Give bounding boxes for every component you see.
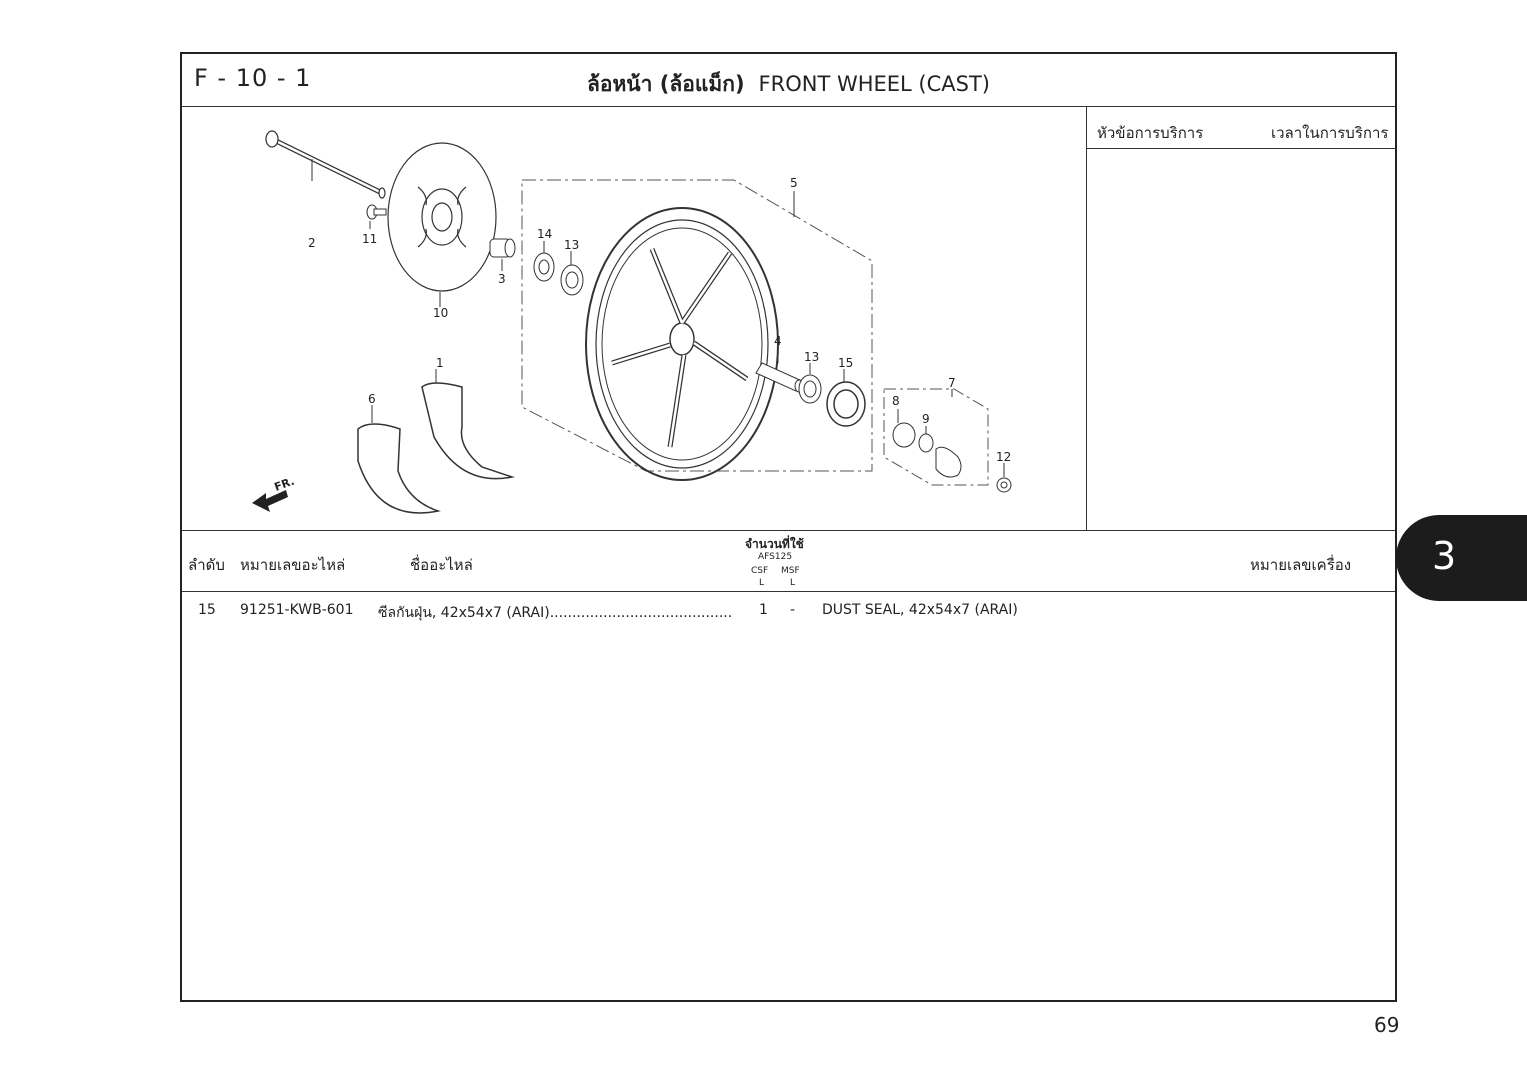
row-qty-csf: 1 [759,602,768,618]
callout-12: 12 [996,450,1011,464]
col-engine-no-header: หมายเลขเครื่อง [1250,556,1352,574]
tube-and-tire [357,382,515,514]
callout-5: 5 [790,176,798,190]
callout-8: 8 [892,394,900,408]
exploded-diagram: FR. 1 2 3 4 5 6 7 8 9 10 11 12 13 13 14 … [182,107,1086,530]
service-time-label: เวลาในการบริการ [1271,124,1389,142]
callout-11: 11 [362,232,377,246]
service-topic-label: หัวข้อการบริการ [1097,124,1204,142]
col-part-no-header: หมายเลขอะไหล่ [240,556,346,574]
title-thai: ล้อหน้า (ล้อแม็ก) [586,72,745,96]
callout-4: 4 [774,334,782,348]
callout-2: 2 [308,236,316,250]
callout-9: 9 [922,412,930,426]
model-label: AFS125 [758,552,793,562]
wheel-assembly [521,179,873,481]
side-collar [489,238,516,258]
fr-label: FR. [273,475,297,494]
page-title: ล้อหน้า (ล้อแม็ก) FRONT WHEEL (CAST) [182,68,1395,101]
row-name-english: DUST SEAL, 42x54x7 (ARAI) [822,602,1018,618]
row-name-thai: ซีลกันฝุ่น, 42x54x7 (ARAI)..............… [378,605,732,621]
callout-1: 1 [436,356,444,370]
page-number: 69 [1374,1013,1400,1037]
callout-10: 10 [433,306,448,320]
callout-6: 6 [368,392,376,406]
callout-numbers: 1 2 3 4 5 6 7 8 9 10 11 12 13 13 14 15 [308,176,1011,464]
axle-nut [996,477,1012,493]
callout-7: 7 [948,376,956,390]
callout-15: 15 [838,356,853,370]
row-part-no: 91251-KWB-601 [240,602,354,618]
service-panel-header: หัวข้อการบริการ เวลาในการบริการ [1087,107,1396,149]
page-ref-code: F - 10 - 1 [194,64,312,92]
brake-disc [387,142,497,292]
msf-sub-label: L [790,578,796,588]
bearing-left [560,264,584,296]
bearing-right [798,374,822,404]
table-row: 15 91251-KWB-601 ซีลกันฝุ่น, 42x54x7 (AR… [182,602,1395,622]
col-part-name-header: ชื่ออะไหล่ [410,556,473,574]
section-tab-number: 3 [1432,534,1457,578]
service-panel: หัวข้อการบริการ เวลาในการบริการ [1086,107,1396,530]
speedometer-gearbox [883,388,989,486]
callout-13-right: 13 [804,350,819,364]
col-no-header: ลำดับ [188,556,225,574]
title-english: FRONT WHEEL (CAST) [758,72,990,96]
row-qty-msf: - [790,602,796,618]
callout-3: 3 [498,272,506,286]
csf-sub-label: L [759,578,765,588]
row-no: 15 [198,602,216,618]
callout-13-left: 13 [564,238,579,252]
dust-seal-left [533,252,555,282]
header-bar: F - 10 - 1 ล้อหน้า (ล้อแม็ก) FRONT WHEEL … [182,54,1395,107]
disc-bolt [366,204,387,220]
axle-bolt [265,130,386,199]
msf-label: MSF [781,566,800,576]
callout-14: 14 [537,227,552,241]
parts-table-header: ลำดับ หมายเลขอะไหล่ ชื่ออะไหล่ จำนวนที่ใ… [182,530,1395,592]
section-tab: 3 [1396,515,1527,601]
front-wheel-illustration: FR. 1 2 3 4 5 6 7 8 9 10 11 12 13 13 14 … [252,130,1012,514]
csf-label: CSF [751,566,769,576]
col-qty-header: จำนวนที่ใช้ [745,537,804,551]
dust-seal-right [826,381,866,427]
catalog-frame: F - 10 - 1 ล้อหน้า (ล้อแม็ก) FRONT WHEEL … [180,52,1397,1002]
front-direction-arrow-icon: FR. [252,475,296,512]
